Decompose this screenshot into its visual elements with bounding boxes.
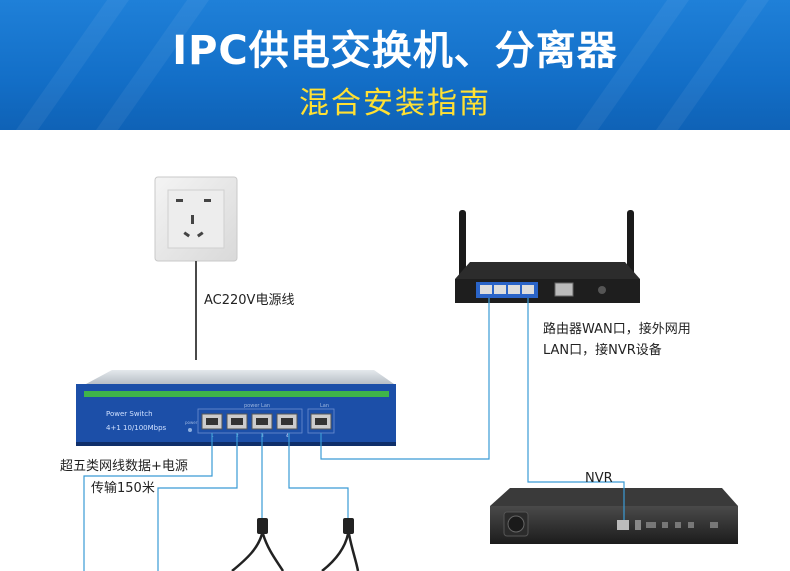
- page-subtitle: 混合安装指南: [299, 86, 491, 121]
- nvr-label: NVR: [585, 471, 613, 486]
- cable-distance-label: 传输150米: [91, 481, 155, 496]
- poe-wire-4: [288, 433, 349, 520]
- poe-wire-2: [157, 433, 238, 571]
- wall-socket: [154, 176, 238, 262]
- network-wires: [83, 298, 625, 571]
- page-title: IPC供电交换机、分离器: [172, 28, 618, 74]
- switch-poe-label: power Lan: [244, 403, 270, 409]
- cable-spec-label: 超五类网线数据+电源: [60, 459, 188, 474]
- router: [455, 210, 640, 303]
- switch-power-indicator: power: [185, 420, 198, 425]
- switch-uplink-label: Lan: [320, 403, 329, 409]
- port-number-4: 4: [286, 433, 289, 438]
- switch-model: 4+1 10/100Mbps: [106, 424, 167, 432]
- switch-brand: Power Switch: [106, 410, 153, 418]
- router-lan-label: LAN口，接NVR设备: [543, 343, 662, 358]
- lan-to-nvr-wire: [527, 298, 625, 520]
- poe-switch: Power Switch 4+1 10/100Mbps power power …: [76, 370, 396, 446]
- poe-splitter-left: [231, 518, 285, 571]
- installation-diagram: Power Switch 4+1 10/100Mbps power power …: [76, 176, 738, 571]
- nvr-device: [490, 488, 738, 544]
- power-cable-label: AC220V电源线: [204, 293, 295, 308]
- router-wan-label: 路由器WAN口，接外网用: [543, 322, 691, 337]
- poe-splitter-right: [321, 518, 360, 571]
- poe-wire-1: [83, 433, 213, 571]
- header-banner: IPC供电交换机、分离器 混合安装指南: [0, 0, 790, 130]
- uplink-wire: [320, 298, 490, 460]
